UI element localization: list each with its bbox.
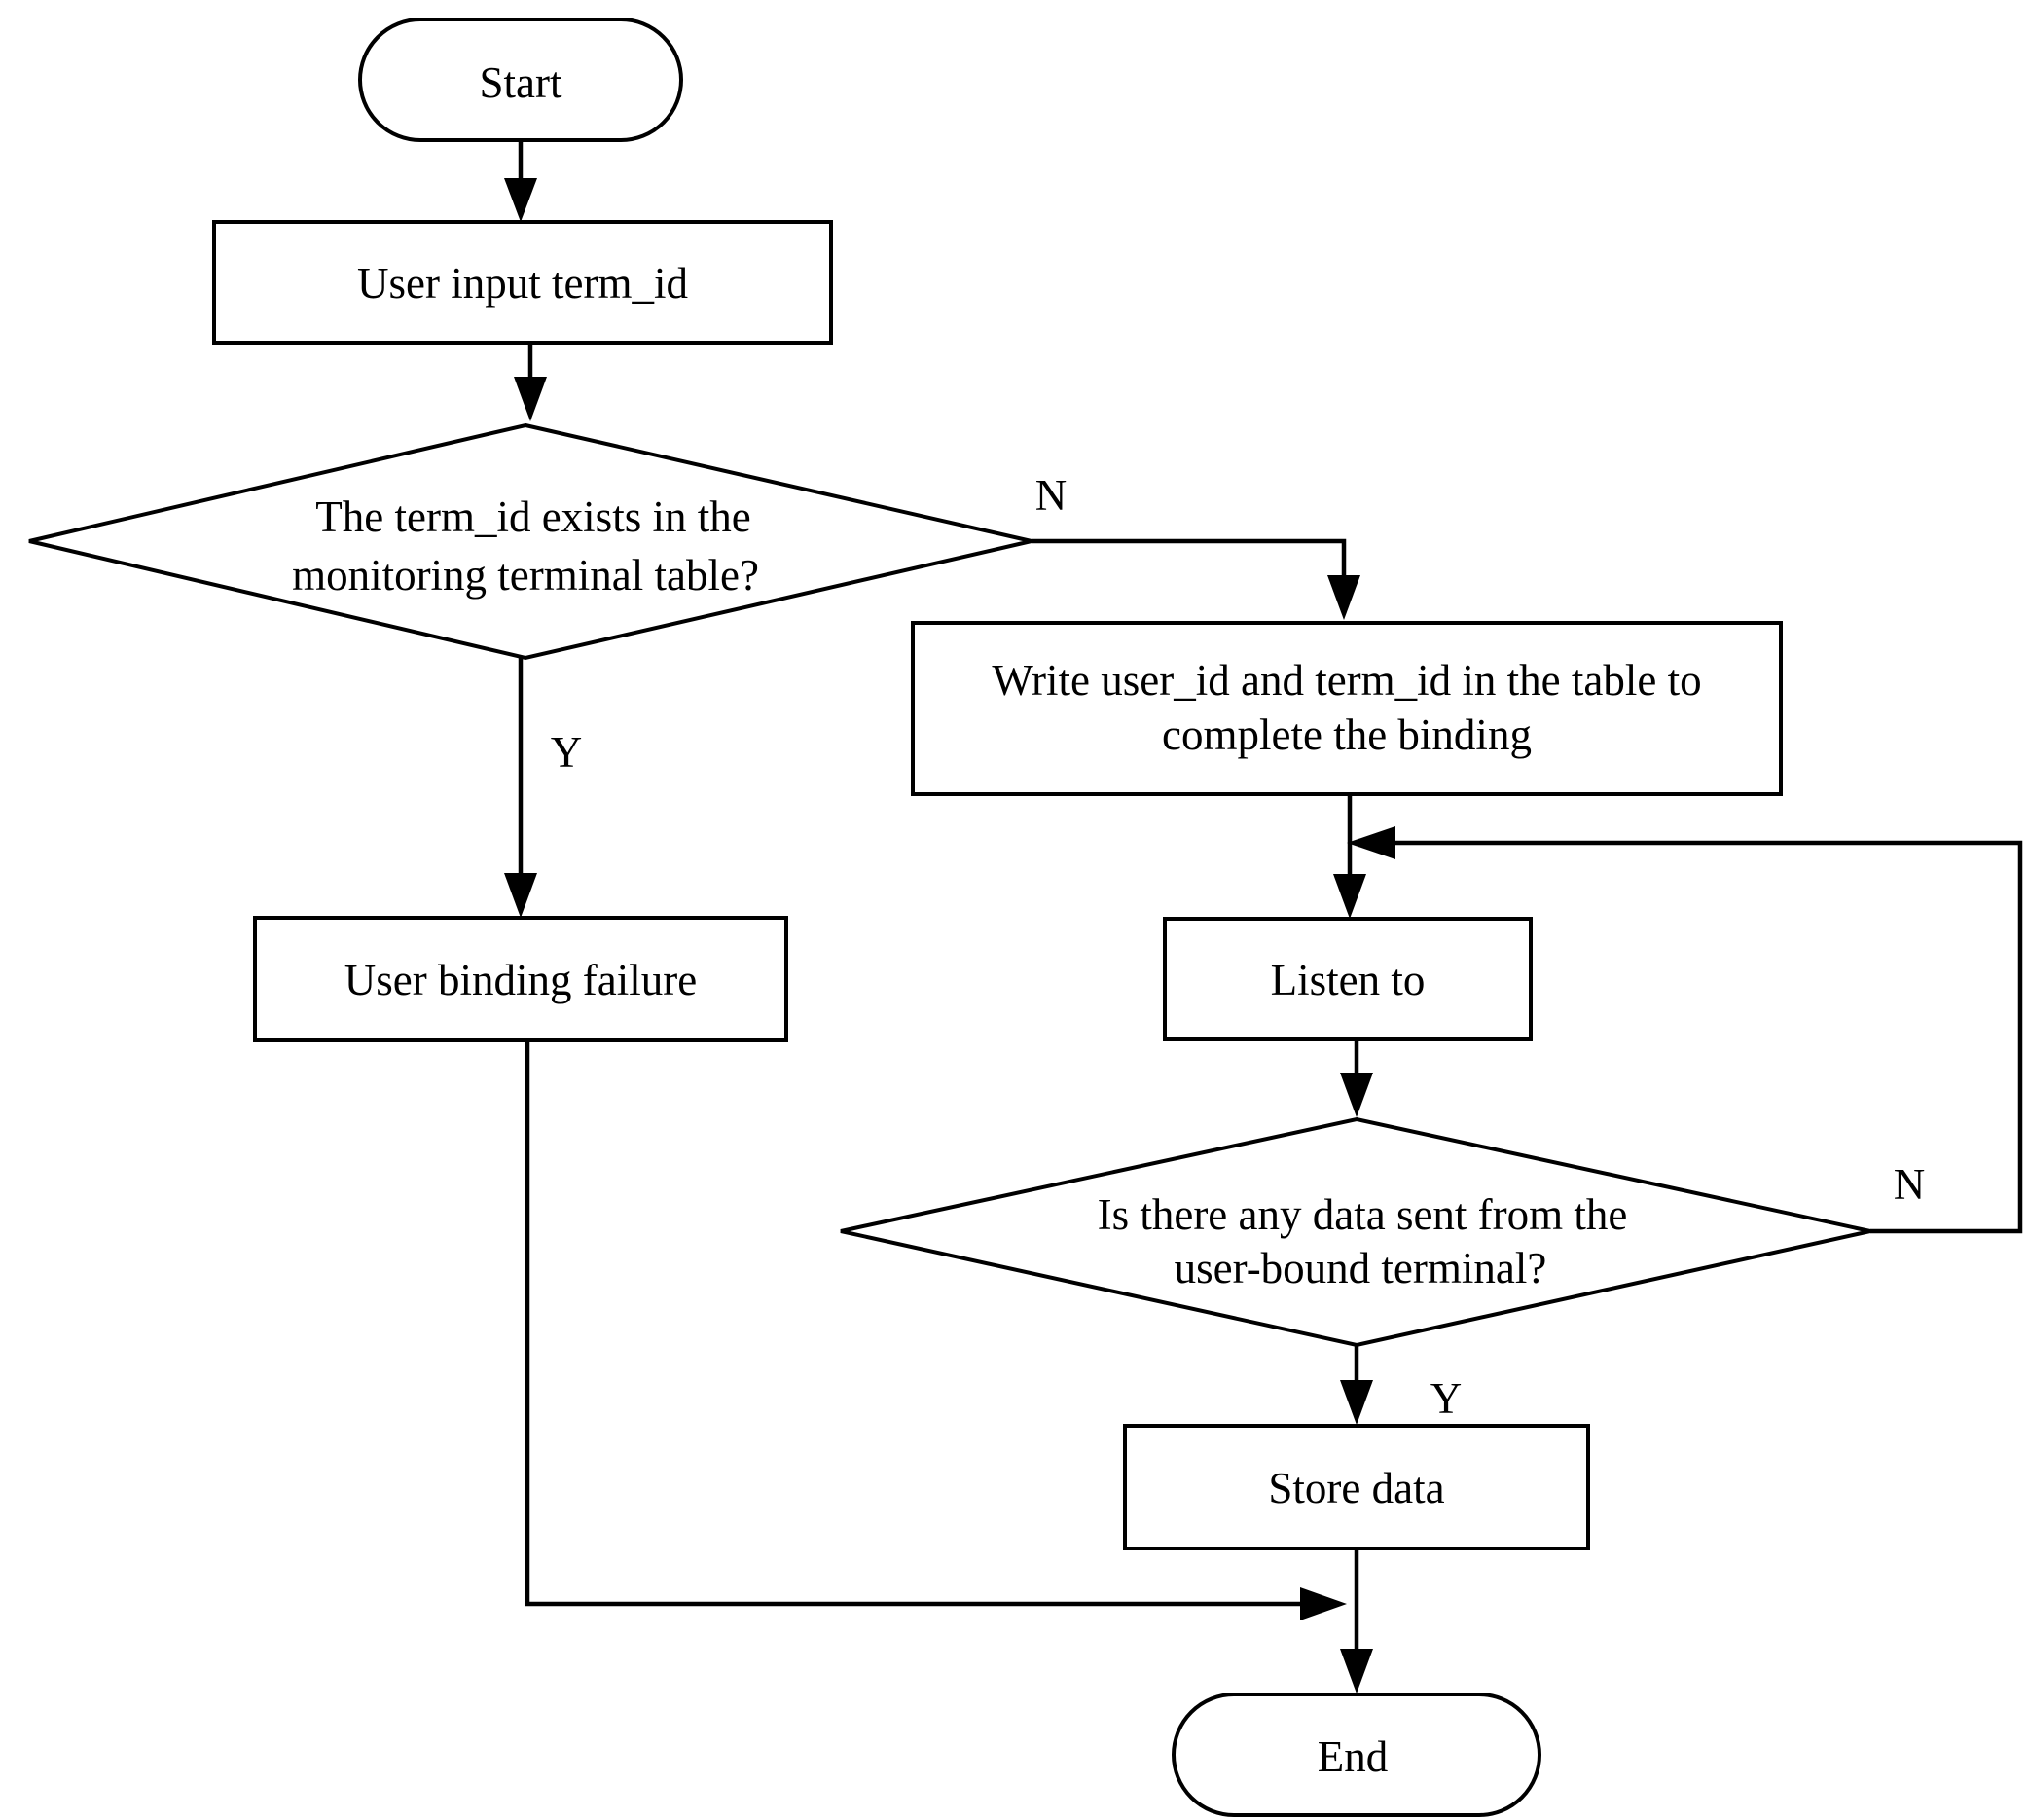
arrowhead-start-input (504, 178, 537, 222)
start-node: Start (358, 18, 683, 142)
listen-node: Listen to (1163, 917, 1533, 1041)
connector-decision1-no (1032, 538, 1347, 584)
arrowhead-listen-decision2 (1340, 1073, 1373, 1117)
connector-decision2-no-loop (1382, 840, 2023, 1234)
arrowhead-failure-merge (1300, 1587, 1347, 1620)
arrowhead-decision1-yes (504, 873, 537, 918)
input-label: User input term_id (357, 259, 688, 308)
arrowhead-write-listen (1333, 874, 1366, 919)
arrowhead-decision2-yes (1340, 1380, 1373, 1425)
decision1-line1: The term_id exists in the (315, 492, 750, 541)
decision2-line1: Is there any data sent from the (1098, 1190, 1628, 1239)
arrowhead-decision1-no (1327, 575, 1360, 620)
decision2-node: Is there any data sent from the user-bou… (840, 1116, 1871, 1348)
write-line2: complete the binding (1162, 710, 1532, 759)
write-line1: Write user_id and term_id in the table t… (992, 656, 1701, 705)
decision1-no-label: N (1035, 471, 1068, 520)
end-node: End (1172, 1693, 1541, 1817)
connector-failure-merge (525, 1040, 1309, 1607)
decision2-yes-label: Y (1430, 1374, 1463, 1423)
store-label: Store data (1268, 1464, 1444, 1512)
start-label: Start (480, 58, 562, 107)
arrowhead-input-decision1 (514, 377, 547, 421)
decision1-line2: monitoring terminal table? (292, 551, 759, 600)
failure-label: User binding failure (344, 956, 697, 1004)
failure-node: User binding failure (253, 916, 788, 1042)
store-node: Store data (1123, 1424, 1590, 1550)
decision2-line2: user-bound terminal? (1175, 1244, 1547, 1292)
decision2-no-label: N (1894, 1160, 1926, 1209)
decision1-node: The term_id exists in the monitoring ter… (28, 422, 1032, 661)
listen-label: Listen to (1271, 956, 1426, 1004)
end-label: End (1318, 1732, 1389, 1781)
arrowhead-store-end (1340, 1649, 1373, 1693)
input-node: User input term_id (212, 220, 833, 345)
write-node: Write user_id and term_id in the table t… (911, 621, 1783, 796)
arrowhead-decision2-no-loop (1347, 826, 1395, 859)
decision1-yes-label: Y (551, 728, 583, 777)
